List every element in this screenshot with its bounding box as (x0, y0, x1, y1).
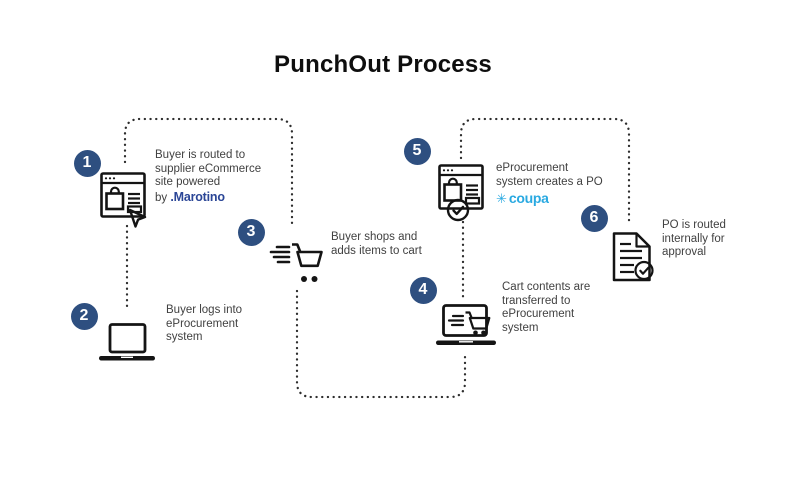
step-2-text: Buyer logs into eProcurement system (166, 304, 243, 344)
shopping-cart-icon (269, 243, 323, 282)
step-1-byline: by .Marotino (155, 190, 225, 204)
step-2-badge: 2 (70, 302, 98, 330)
step-1-text: Buyer is routed to supplier eCommerce si… (155, 149, 262, 189)
step-6-badge: 6 (580, 204, 608, 232)
step-4-text: Cart contents are transferred to eProcur… (502, 281, 591, 334)
step-5-badge: 5 (403, 137, 431, 165)
step-1-badge: 1 (73, 149, 101, 177)
connector-step1-to-step3 (123, 117, 294, 227)
marotino-logo: .Marotino (170, 190, 225, 204)
page-title: PunchOut Process (274, 51, 492, 78)
laptop-icon (99, 323, 155, 361)
coupa-flower-icon: ✳ (496, 190, 507, 206)
step-4-badge: 4 (409, 276, 437, 304)
connector-step3-to-step4 (295, 289, 467, 399)
coupa-logo-text: coupa (508, 190, 549, 206)
step-3-badge: 3 (237, 218, 265, 246)
browser-check-icon (438, 164, 484, 222)
step-5-text: eProcurement system creates a PO (496, 162, 603, 188)
document-check-icon (612, 232, 654, 282)
coupa-logo: ✳ coupa (496, 190, 549, 206)
step-6-text: PO is routed internally for approval (662, 219, 726, 259)
byline-prefix: by (155, 192, 171, 204)
laptop-cart-icon (436, 304, 496, 345)
connector-step5-to-step6 (459, 117, 631, 224)
browser-ecommerce-cursor-icon (100, 172, 147, 228)
step-3-text: Buyer shops and adds items to cart (331, 231, 422, 257)
